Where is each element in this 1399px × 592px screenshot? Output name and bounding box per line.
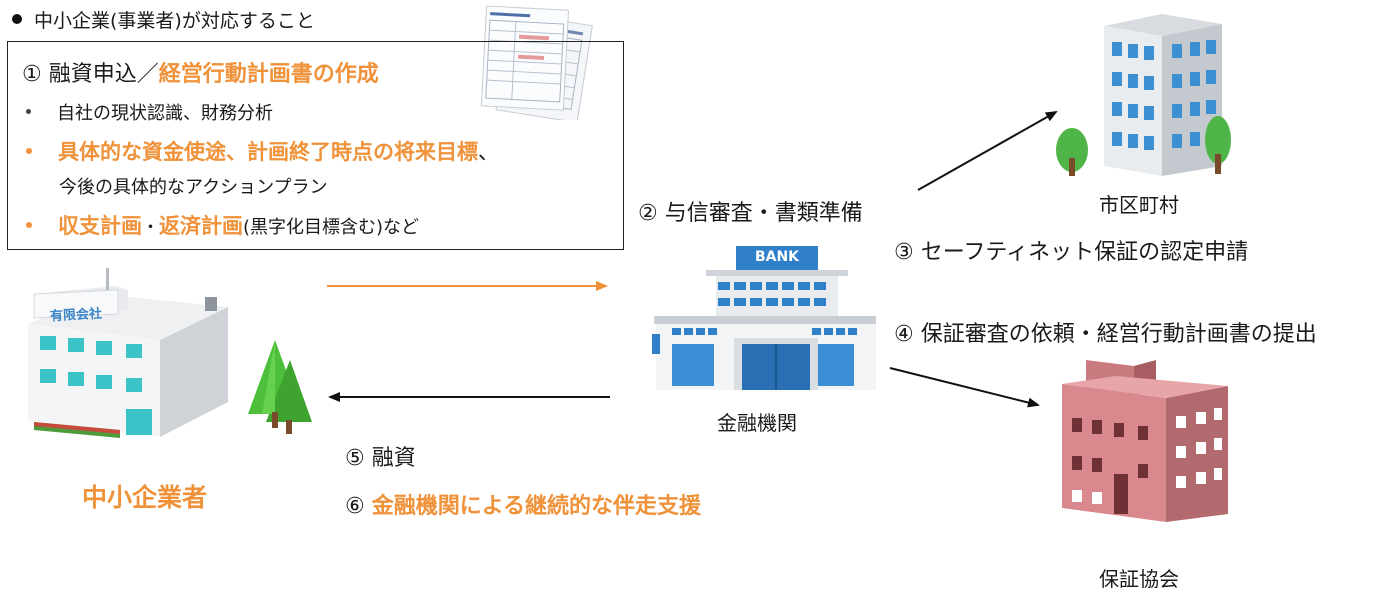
city-office-illustration [1056,14,1231,176]
sme-label: 中小企業者 [82,483,208,512]
requirements-box: ① 融資申込／経営行動計画書の作成 自社の現状認識、財務分析 具体的な資金使途、… [7,41,624,250]
arrow-bank-to-guarantee [889,367,1040,408]
city-label: 市区町村 [1099,193,1179,217]
arrow-bank-to-city [917,111,1058,191]
bank-building-illustration [652,246,876,390]
bullet-dot [26,222,32,228]
step-3-label: ③ セーフティネット保証の認定申請 [894,240,1249,265]
step-2-label: ② 与信審査・書類準備 [638,201,863,226]
header-line: 中小企業(事業者)が対応すること [12,6,315,33]
step-4-label: ④ 保証審査の依頼・経営行動計画書の提出 [894,322,1317,347]
guarantee-label: 保証協会 [1099,567,1179,591]
guarantee-building-illustration [1062,360,1228,522]
step-5-label: ⑤ 融資 [345,446,416,471]
requirement-item: 収支計画・返済計画(黒字化目標含む)など [26,210,419,240]
bullet-dot [26,148,32,154]
requirements-title: ① 融資申込／経営行動計画書の作成 [22,62,379,87]
bank-sign-text: BANK [754,249,800,265]
step-6-label: ⑥ 金融機関による継続的な伴走支援 [345,494,702,519]
bank-label: 金融機関 [717,411,797,435]
bullet-dot [26,109,31,114]
requirement-item: 自社の現状認識、財務分析 [26,99,273,125]
requirement-item-continuation: 今後の具体的なアクションプラン [59,177,328,198]
sme-building-illustration [28,268,312,438]
requirement-item: 具体的な資金使途、計画終了時点の将来目標、 [26,136,499,166]
bullet-dot [12,14,22,24]
document-icon [480,5,593,120]
header-text: 中小企業(事業者)が対応すること [34,10,315,32]
